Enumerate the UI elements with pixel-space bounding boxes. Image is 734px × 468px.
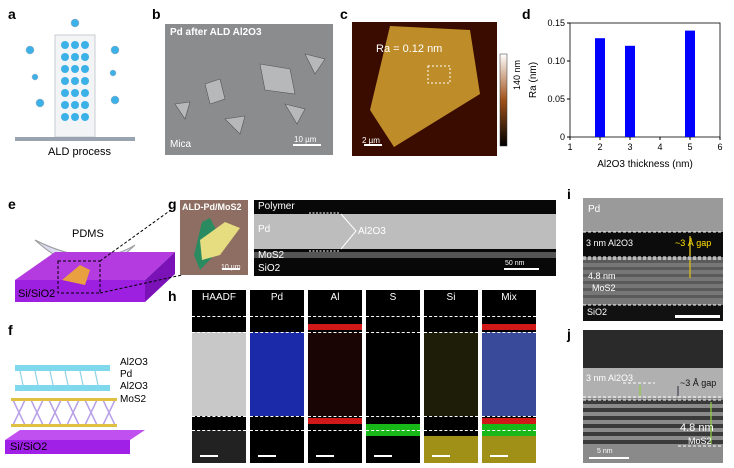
channel-label: Pd bbox=[270, 292, 284, 303]
plot-frame bbox=[569, 22, 721, 138]
j-mos2-label: MoS2 bbox=[688, 436, 712, 446]
pdms-label: PDMS bbox=[72, 228, 104, 240]
optical-image bbox=[180, 200, 248, 275]
eds-map-si: Si bbox=[424, 290, 478, 463]
i-mos2-thickness: 4.8 nm bbox=[588, 271, 616, 281]
eds-map-mix: Mix bbox=[482, 290, 536, 463]
bar bbox=[625, 45, 635, 137]
precursor-array bbox=[61, 41, 89, 121]
x-tick-label: 1 bbox=[567, 142, 572, 152]
x-tick-label: 6 bbox=[717, 142, 722, 152]
panel-label-g: g bbox=[168, 196, 177, 212]
channel-label: S bbox=[389, 292, 397, 303]
i-sio2-label: SiO2 bbox=[587, 307, 608, 317]
panel-label-i: i bbox=[567, 186, 571, 202]
tem-sio2-label: SiO2 bbox=[258, 263, 281, 274]
i-al2o3-label: 3 nm Al2O3 bbox=[586, 238, 634, 248]
sem-scale-label: 10 µm bbox=[294, 135, 317, 144]
sem-substrate-label: Mica bbox=[170, 139, 192, 150]
tem-pd-label: Pd bbox=[258, 224, 271, 235]
panel-label-e: e bbox=[8, 196, 16, 212]
eds-map-pd: Pd bbox=[250, 290, 304, 463]
i-mos2-label: MoS2 bbox=[592, 283, 616, 293]
panel-label-d: d bbox=[522, 6, 531, 22]
ald-process-illustration bbox=[15, 18, 135, 141]
tem-scale-label: 50 nm bbox=[505, 260, 525, 267]
channel-label: HAADF bbox=[202, 292, 236, 303]
afm-image bbox=[352, 22, 508, 156]
panel-label-a: a bbox=[8, 6, 16, 22]
x-tick-label: 5 bbox=[687, 142, 692, 152]
i-pd-label: Pd bbox=[588, 204, 601, 215]
panel-label-h: h bbox=[168, 288, 177, 304]
eds-map-haadf: HAADF bbox=[192, 290, 246, 463]
j-al2o3-label: 3 nm Al2O3 bbox=[586, 373, 634, 383]
y-tick-label: 0.05 bbox=[547, 94, 565, 104]
ald-caption: ALD process bbox=[48, 146, 111, 158]
y-tick-label: 0.15 bbox=[547, 18, 565, 28]
y-tick-label: 0.10 bbox=[547, 56, 565, 66]
bar bbox=[685, 30, 695, 137]
y-axis-label: Ra (nm) bbox=[528, 62, 539, 98]
f-layer-al2o3-bottom: Al2O3 bbox=[120, 381, 148, 392]
channel-label: Al bbox=[330, 292, 340, 303]
layer-stack-illustration bbox=[5, 365, 145, 454]
f-layer-al2o3-top: Al2O3 bbox=[120, 357, 148, 368]
j-gap-label: ~3 Å gap bbox=[680, 378, 717, 388]
j-mos2-thickness: 4.8 nm bbox=[680, 422, 714, 434]
optical-scale-label: 10 µm bbox=[221, 264, 241, 271]
e-substrate-label: Si/SiO2 bbox=[18, 288, 56, 300]
x-axis-label: Al2O3 thickness (nm) bbox=[597, 159, 693, 170]
tem-mos2-label: MoS2 bbox=[258, 250, 285, 261]
afm-scale-label: 2 µm bbox=[362, 136, 380, 145]
precursor-molecules bbox=[25, 18, 120, 108]
f-layer-mos2: MoS2 bbox=[120, 394, 147, 405]
eds-map-s: S bbox=[366, 290, 420, 463]
panel-label-j: j bbox=[567, 326, 571, 342]
eds-map-al: Al bbox=[308, 290, 362, 463]
panel-label-b: b bbox=[152, 6, 161, 22]
x-tick-label: 4 bbox=[657, 142, 662, 152]
sem-image bbox=[165, 24, 333, 155]
transfer-illustration bbox=[15, 210, 183, 302]
x-tick-label: 2 bbox=[597, 142, 602, 152]
hrtem-image-i bbox=[583, 198, 723, 321]
tem-polymer-label: Polymer bbox=[258, 201, 295, 212]
channel-label: Mix bbox=[501, 292, 517, 303]
tem-cross-section bbox=[254, 200, 556, 276]
panel-label-f: f bbox=[8, 322, 13, 338]
hrtem-image-j bbox=[583, 330, 723, 463]
optical-title: ALD-Pd/MoS2 bbox=[182, 202, 242, 212]
roughness-label: Ra = 0.12 nm bbox=[376, 43, 443, 55]
x-tick-label: 3 bbox=[627, 142, 632, 152]
bar bbox=[595, 38, 605, 138]
sem-title: Pd after ALD Al2O3 bbox=[170, 27, 262, 38]
j-scale-label: 5 nm bbox=[597, 448, 613, 455]
i-gap-label: ~3 Å gap bbox=[675, 238, 712, 248]
panel-label-c: c bbox=[340, 6, 348, 22]
colorbar bbox=[499, 53, 508, 147]
f-layer-pd: Pd bbox=[120, 369, 133, 380]
channel-label: Si bbox=[446, 292, 456, 303]
tem-al2o3-label: Al2O3 bbox=[358, 226, 386, 237]
y-tick-label: 0 bbox=[560, 132, 565, 142]
f-substrate-label: Si/SiO2 bbox=[10, 441, 48, 453]
